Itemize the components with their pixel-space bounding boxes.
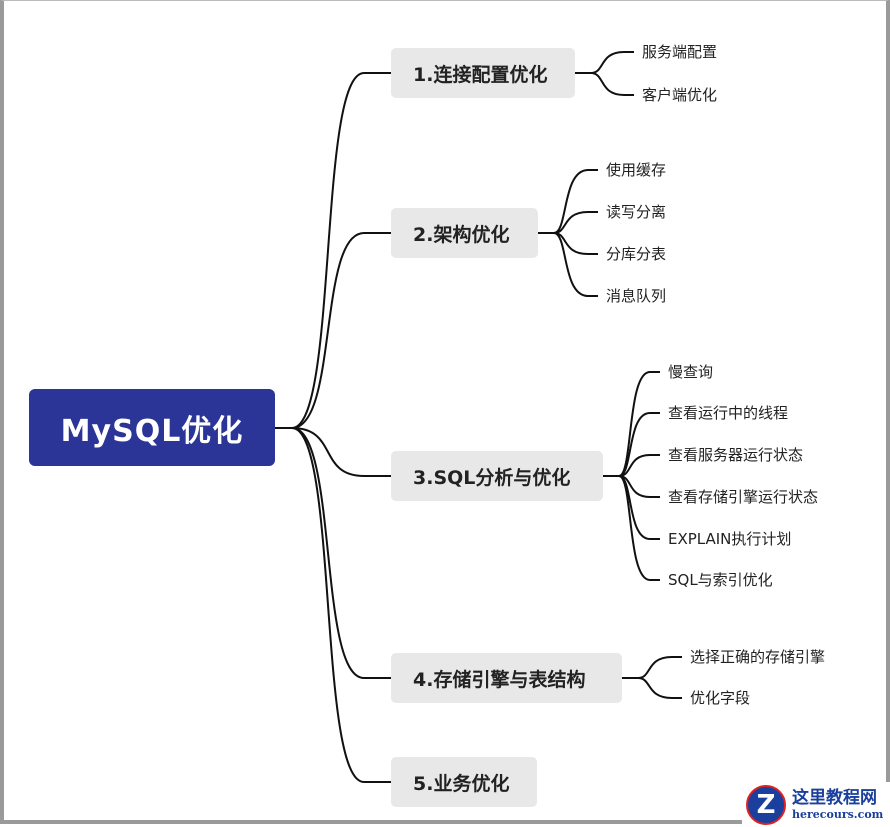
leaf-node: 服务端配置 xyxy=(642,43,718,61)
branch-label: 1.连接配置优化 xyxy=(413,63,548,86)
leaf-connector xyxy=(538,232,598,297)
leaf-node: 查看服务器运行状态 xyxy=(668,446,804,464)
leaf-node: 使用缓存 xyxy=(606,161,667,179)
leaf-connector xyxy=(603,454,660,477)
branch-node-3: 3.SQL分析与优化 xyxy=(391,451,603,501)
root-node: MySQL优化 xyxy=(29,389,275,466)
leaf-node: 查看存储引擎运行状态 xyxy=(668,488,819,506)
branch-label: 2.架构优化 xyxy=(413,223,510,246)
leaf-node: 客户端优化 xyxy=(642,86,718,104)
root-connector-4 xyxy=(275,427,391,679)
branch-node-2: 2.架构优化 xyxy=(391,208,538,258)
leaf-node: SQL与索引优化 xyxy=(668,571,773,589)
watermark-site-url: herecours.com xyxy=(792,808,884,821)
leaf-connector xyxy=(575,51,634,74)
leaf-connector xyxy=(575,72,634,96)
leaf-node: 读写分离 xyxy=(606,203,667,221)
leaf-connector xyxy=(538,211,598,234)
root-connector-1 xyxy=(275,72,391,429)
leaf-node: 优化字段 xyxy=(690,689,751,707)
branch-node-4: 4.存储引擎与表结构 xyxy=(391,653,622,703)
root-connector-5 xyxy=(275,427,391,783)
branch-node-1: 1.连接配置优化 xyxy=(391,48,575,98)
root-connector-3 xyxy=(275,427,391,477)
leaf-connector xyxy=(603,475,660,498)
branch-node-5: 5.业务优化 xyxy=(391,757,537,807)
leaf-connector xyxy=(622,656,682,679)
root-connector-2 xyxy=(275,232,391,429)
leaf-node: 查看运行中的线程 xyxy=(668,404,789,422)
branch-label: 5.业务优化 xyxy=(413,772,510,795)
leaf-connector xyxy=(538,232,598,255)
leaf-connector xyxy=(603,475,660,581)
leaf-node: 消息队列 xyxy=(606,287,667,305)
leaf-node: 慢查询 xyxy=(668,363,714,381)
leaf-connector xyxy=(603,371,660,477)
leaf-node: EXPLAIN执行计划 xyxy=(668,530,792,548)
leaf-node: 选择正确的存储引擎 xyxy=(690,648,826,666)
watermark-site-name: 这里教程网 xyxy=(792,788,877,808)
leaf-connector xyxy=(538,169,598,234)
leaf-node: 分库分表 xyxy=(606,245,667,263)
branch-label: 4.存储引擎与表结构 xyxy=(413,668,586,691)
watermark-logo-icon: Z xyxy=(746,784,786,825)
watermark: Z 这里教程网 herecours.com xyxy=(742,782,890,827)
branch-label: 3.SQL分析与优化 xyxy=(413,466,571,489)
root-label: MySQL优化 xyxy=(60,413,244,449)
leaf-connector xyxy=(622,677,682,699)
